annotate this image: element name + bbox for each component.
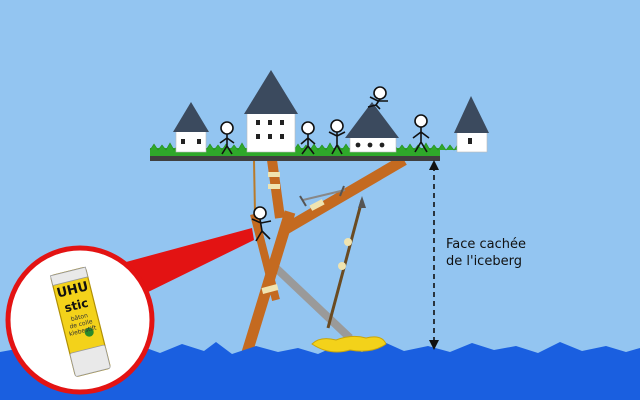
annotation-line-1: Face cachée (446, 237, 527, 252)
glue-puddle (311, 335, 387, 353)
sea (0, 342, 640, 400)
house-icon (345, 102, 399, 153)
stick (302, 189, 346, 201)
hook (299, 185, 345, 207)
house-icon (244, 70, 298, 153)
stick-figure-icon (328, 119, 346, 155)
stick-figure-icon (219, 121, 235, 155)
house-icon (173, 102, 209, 153)
callout-circle: UHU stic bâton de colle klebestift (5, 245, 155, 395)
annotation-line-2: de l'iceberg (446, 254, 522, 269)
double-arrow-icon (429, 160, 439, 350)
rope-binding (268, 184, 280, 189)
rope-binding (268, 172, 280, 177)
rope-binding (309, 199, 325, 211)
spear-tip (358, 196, 366, 208)
house-icon (454, 96, 489, 153)
beam-structure (240, 155, 407, 358)
grey-beam (273, 265, 353, 341)
rope (253, 159, 256, 215)
stick-figure-icon (412, 114, 430, 153)
glue-stick-icon: UHU stic bâton de colle klebestift (49, 266, 111, 377)
stick-figure-icon (367, 86, 388, 110)
glue-product: stic (63, 296, 90, 315)
stick-figure-icon (300, 121, 316, 155)
stick-figure-icon (251, 206, 272, 242)
rope-binding (261, 284, 279, 294)
glue-label-line-1: bâton (70, 312, 89, 323)
platform-base (150, 154, 440, 161)
iceberg-annotation: Face cachée de l'iceberg (446, 236, 596, 270)
diagonal-beam (281, 155, 407, 235)
tools (299, 185, 366, 329)
callout-pointer (126, 228, 254, 296)
